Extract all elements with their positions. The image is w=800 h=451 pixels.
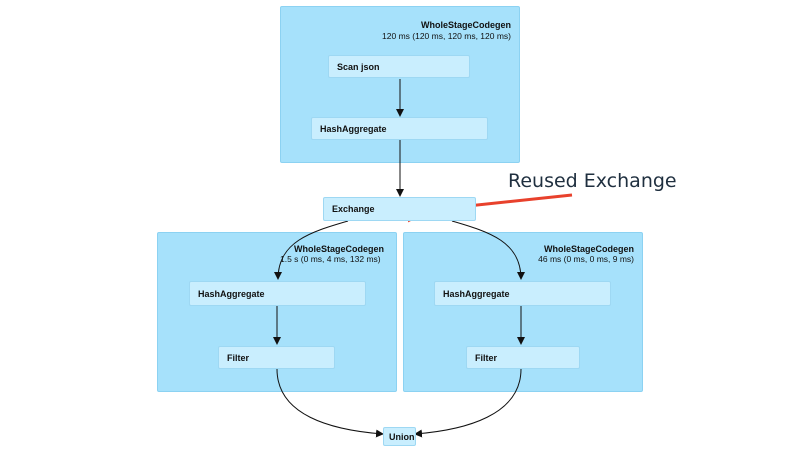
node-filter-right-label: Filter: [475, 352, 498, 363]
node-union[interactable]: Union: [383, 427, 416, 446]
node-hash-aggregate-top[interactable]: HashAggregate: [311, 117, 488, 140]
node-scan-json-label: Scan json: [337, 61, 380, 72]
stage-left-title: WholeStageCodegen: [294, 244, 385, 254]
node-union-label: Union: [389, 431, 415, 442]
edge-exchange-to-right-hashaggregate: [451, 220, 525, 280]
node-exchange[interactable]: Exchange: [323, 197, 476, 221]
node-hash-aggregate-right-label: HashAggregate: [443, 288, 510, 299]
node-filter-right[interactable]: Filter: [466, 346, 580, 369]
stage-top-metric: 120 ms (120 ms, 120 ms, 120 ms): [382, 31, 511, 41]
node-scan-json[interactable]: Scan json: [328, 55, 470, 78]
stage-top-title: WholeStageCodegen: [420, 20, 511, 30]
edge-right-filter-to-union: [414, 368, 522, 438]
node-filter-left[interactable]: Filter: [218, 346, 335, 369]
node-hash-aggregate-left-label: HashAggregate: [198, 288, 265, 299]
node-hash-aggregate-left[interactable]: HashAggregate: [189, 281, 366, 306]
reused-exchange-annotation: Reused Exchange: [508, 170, 677, 192]
node-filter-left-label: Filter: [227, 352, 250, 363]
node-hash-aggregate-top-label: HashAggregate: [320, 123, 387, 134]
stage-right-title: WholeStageCodegen: [543, 244, 634, 254]
edge-exchange-to-left-hashaggregate: [274, 220, 349, 280]
node-hash-aggregate-right[interactable]: HashAggregate: [434, 281, 611, 306]
stage-right-metric: 46 ms (0 ms, 0 ms, 9 ms): [538, 254, 634, 264]
node-exchange-label: Exchange: [332, 204, 375, 214]
stage-left-metric: 1.5 s (0 ms, 4 ms, 132 ms): [280, 254, 381, 264]
edge-left-filter-to-union: [276, 368, 384, 438]
